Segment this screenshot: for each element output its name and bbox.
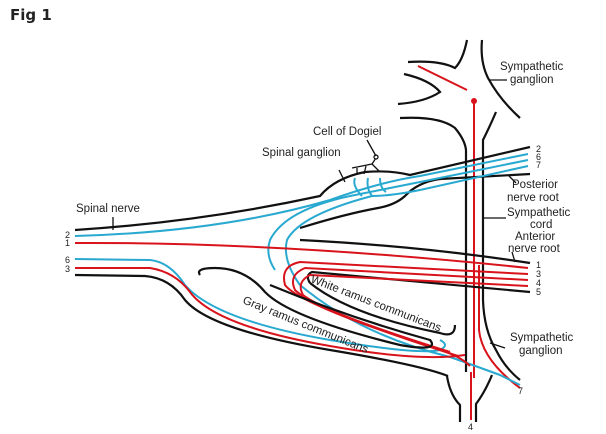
label-anterior-nerve-root-2: nerve root	[508, 243, 561, 255]
fiber-number: 7	[518, 386, 523, 396]
fiber-number: 5	[536, 287, 541, 297]
label-spinal-ganglion: Spinal ganglion	[262, 147, 341, 159]
label-sympathetic-cord: Sympathetic	[507, 207, 571, 219]
fiber-number: 6	[536, 152, 541, 162]
fiber-number: 4	[468, 422, 473, 432]
label-cell-of-dogiel: Cell of Dogiel	[313, 126, 381, 138]
fiber-number: 1	[536, 260, 541, 270]
fiber-number: 2	[536, 144, 541, 154]
label-sympathetic-ganglion-top-2: ganglion	[510, 74, 553, 86]
fiber-number: 1	[65, 238, 70, 248]
fiber-number: 7	[536, 160, 541, 170]
figure-title: Fig 1	[10, 6, 52, 24]
label-anterior-nerve-root: Anterior	[515, 231, 555, 243]
label-posterior-nerve-root: Posterior	[512, 179, 558, 191]
sympathetic-trunk-outline	[397, 39, 521, 422]
leader-lines	[112, 79, 517, 349]
fiber-number: 3	[536, 269, 541, 279]
cell-of-dogiel	[351, 154, 381, 175]
label-spinal-nerve: Spinal nerve	[76, 203, 140, 215]
label-sympathetic-ganglion-bottom: Sympathetic	[510, 332, 574, 344]
fiber-number: 3	[65, 264, 70, 274]
gray-ramus-outline	[74, 266, 449, 378]
label-sympathetic-cord-2: cord	[530, 219, 552, 231]
fiber-number: 2	[65, 230, 70, 240]
label-posterior-nerve-root-2: nerve root	[507, 192, 560, 204]
label-sympathetic-ganglion-bottom-2: ganglion	[519, 345, 562, 357]
posterior-root-outline	[74, 145, 531, 232]
motor-fibers	[74, 241, 529, 367]
fiber-number: 4	[536, 278, 541, 288]
label-sympathetic-ganglion-top: Sympathetic	[500, 61, 564, 73]
label-gray-ramus: Gray ramus communicans	[241, 295, 370, 356]
fiber-number: 6	[65, 255, 70, 265]
